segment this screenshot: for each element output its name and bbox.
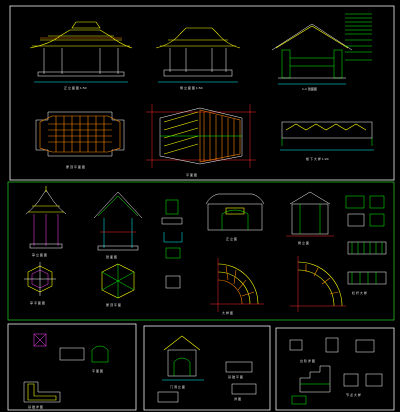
bottom-left-sheet: 平 面 图 基 础 详 图: [7, 323, 137, 411]
pavilion-section-drawing: 剖 面 图: [93, 191, 143, 259]
caption-eave-detail: 檐 下 大 样 1:20: [306, 156, 329, 161]
small-details-drawing: [161, 199, 183, 289]
railing-detail-drawing: 栏 杆 大 样: [347, 241, 387, 295]
bottom-right-sheet: 台 阶 详 图 节 点 大 样: [275, 327, 395, 411]
section-1-1-drawing: 1-1 剖面图: [271, 13, 372, 91]
caption-roof-plan: 屋 顶 平 面 图: [66, 164, 85, 169]
caption-foundation-plan: 基 础 平 面: [228, 374, 243, 379]
bottom-right-border: [275, 327, 395, 411]
caption-pavilion-plan: 亭 平 面 图: [30, 300, 45, 305]
caption-steps: 台 阶 详 图: [300, 358, 315, 363]
gate-front-elevation-drawing: 正 立 面: [205, 193, 265, 241]
middle-sheet: 亭 立 面 图 亭 平 面 图 剖 面 图 屋: [7, 181, 395, 321]
bottom-center-sheet: 门 洞 立 面 基 础 平 面 详 图: [143, 325, 271, 411]
caption-plan: 平 面 图: [186, 173, 197, 177]
eave-detail-drawing: 檐 下 大 样 1:20: [280, 121, 374, 161]
roof-plan-drawing: 屋 顶 平 面 图: [35, 111, 125, 169]
plan-drawing: 平 面 图: [146, 104, 256, 177]
pavilion-plan-drawing: 亭 平 面 图: [24, 262, 56, 305]
front-elevation-drawing: 正 立 面 图 1:50: [29, 21, 133, 90]
bottom-left-border: [7, 323, 137, 411]
caption-pavilion-elevation: 亭 立 面 图: [32, 252, 47, 257]
detail-boxes-drawing: [345, 195, 385, 227]
gate-side-elevation-drawing: 侧 立 面: [286, 191, 334, 245]
top-sheet: 正 立 面 图 1:50 侧 立 面 图 1:50: [9, 5, 395, 181]
caption-detail-bottom: 详 图: [234, 396, 241, 401]
caption-railing: 栏 杆 大 样: [352, 290, 367, 295]
caption-foundation: 基 础 详 图: [28, 404, 43, 409]
side-elevation-drawing: 侧 立 面 图 1:50: [155, 27, 241, 90]
caption-front-middle: 正 立 面: [226, 236, 237, 241]
caption-door-elevation: 门 洞 立 面: [170, 384, 185, 389]
caption-side-elevation: 侧 立 面 图 1:50: [180, 85, 203, 90]
bottom-center-border: [143, 325, 271, 411]
quarter-plan-right-drawing: [290, 256, 346, 312]
caption-section: 1-1 剖面图: [302, 86, 317, 91]
caption-detail-middle: 大 样 图: [222, 310, 233, 315]
caption-roof-plan-middle: 屋 顶 平 面: [106, 302, 121, 307]
middle-sheet-border: [7, 181, 395, 321]
caption-section-middle: 剖 面 图: [106, 254, 117, 259]
caption-front-elevation: 正 立 面 图 1:50: [64, 85, 87, 90]
quarter-plan-drawing: 大 样 图: [210, 258, 264, 315]
pavilion-elevation-drawing: 亭 立 面 图: [25, 186, 67, 257]
top-sheet-border: [9, 5, 395, 181]
caption-side-middle: 侧 立 面: [298, 240, 309, 245]
caption-plan-bottom-left: 平 面 图: [92, 369, 103, 373]
pavilion-roof-plan-drawing: 屋 顶 平 面: [101, 263, 135, 307]
caption-node-detail: 节 点 大 样: [346, 392, 361, 397]
